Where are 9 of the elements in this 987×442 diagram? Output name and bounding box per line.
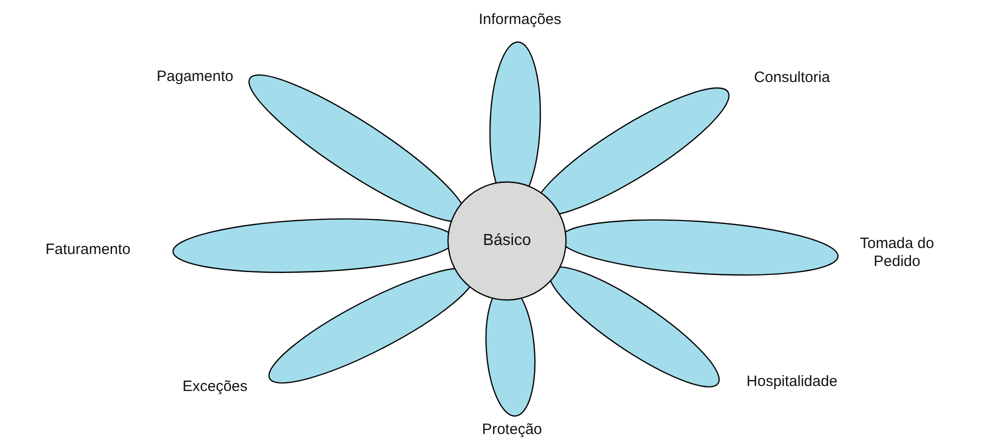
petal-label: Hospitalidade [746, 372, 838, 391]
petal-label: Faturamento [45, 240, 131, 259]
petal-label: Informações [478, 11, 562, 29]
petal-label: Exceções [182, 378, 248, 396]
petal-label: Consultoria [754, 69, 830, 87]
petal-label: Tomada do Pedido [858, 234, 936, 271]
core-label: Básico [482, 232, 532, 250]
petal-label: Proteção [482, 420, 542, 439]
petal-label: Pagamento [156, 68, 234, 86]
